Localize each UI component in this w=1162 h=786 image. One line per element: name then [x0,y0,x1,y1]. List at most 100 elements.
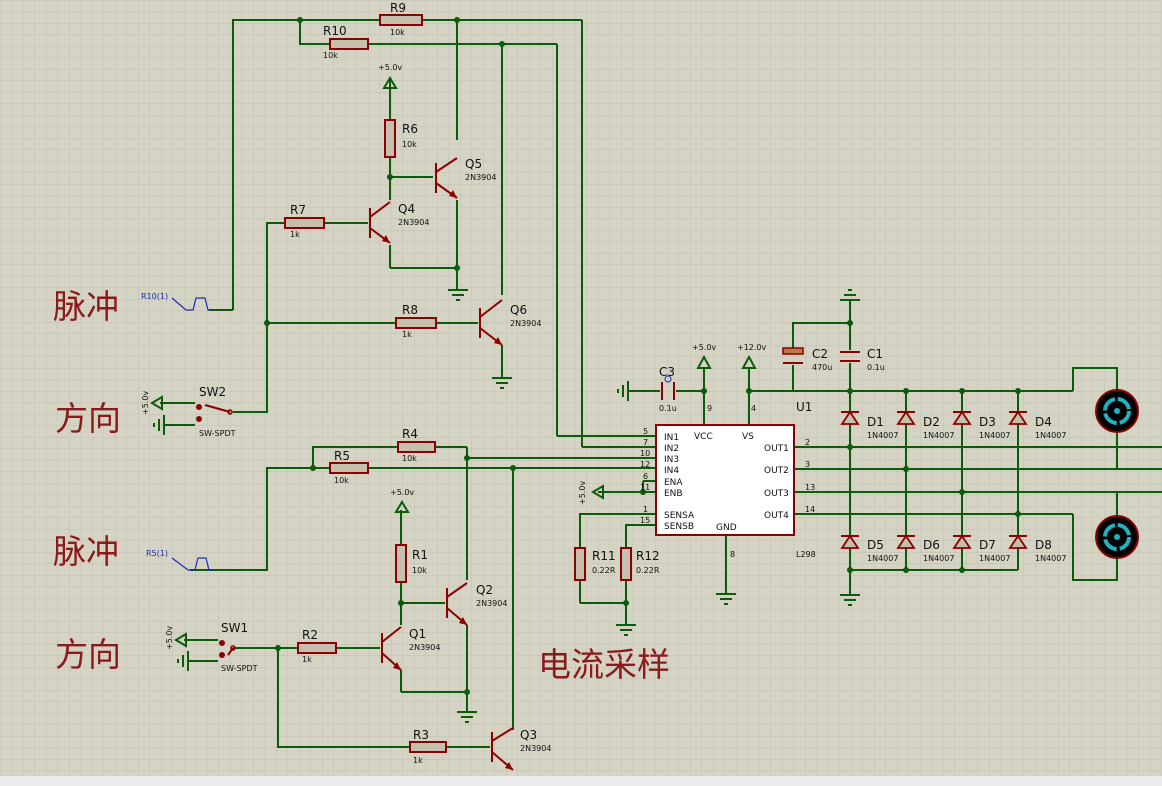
power-5v-sw2: +5.0v [141,391,195,415]
c2-name: C2 [812,347,828,361]
diode-d6[interactable]: D6 1N4007 [896,534,954,563]
power-label: +5.0v [390,488,414,497]
ground-icon [448,289,468,301]
capacitor-c1[interactable]: C1 0.1u [840,347,885,372]
motor-icon[interactable] [1095,515,1139,559]
annotation-direction-2: 方向 [55,635,121,674]
diode-d7[interactable]: D7 1N4007 [952,534,1010,563]
capacitor-c2[interactable]: C2 470u [782,347,832,372]
power-12v: +12.0v [737,343,767,369]
d6-value: 1N4007 [923,554,954,563]
resistor-r1[interactable]: R1 10k [395,544,428,583]
r10-name: R10 [323,24,347,38]
r3-name: R3 [413,728,429,742]
pulse-generator-1[interactable]: R10(1) [141,292,212,311]
resistor-r7[interactable]: R7 1k [284,203,325,239]
transistor-q1[interactable]: Q1 2N3904 [381,626,440,671]
r3-value: 1k [413,756,423,765]
d3-value: 1N4007 [979,431,1010,440]
resistor-r5[interactable]: R5 10k [329,449,369,485]
resistor-r10[interactable]: R10 10k [323,24,369,60]
ic-pin-num: 5 [643,427,648,436]
power-label: +12.0v [737,343,767,352]
capacitor-c3[interactable]: C3 0.1u [659,365,677,413]
r5-value: 10k [334,476,349,485]
transistor-q5[interactable]: Q5 2N3904 [433,157,496,199]
q6-name: Q6 [510,303,527,317]
resistor-r11[interactable]: R11 0.22R [574,547,616,581]
diode-d1[interactable]: D1 1N4007 [840,410,898,440]
ground-icon [840,594,860,606]
transistor-q6[interactable]: Q6 2N3904 [479,299,541,346]
ic-pin-num: 7 [643,438,648,447]
q5-name: Q5 [465,157,482,171]
q3-name: Q3 [520,728,537,742]
power-5v-vcc: +5.0v [692,343,716,369]
resistor-r12[interactable]: R12 0.22R [620,547,660,581]
ic-pin-in2: IN2 [664,444,679,454]
power-label: +5.0v [578,481,587,505]
power-label: +5.0v [141,391,150,415]
ground-icon [492,377,512,389]
q1-value: 2N3904 [409,643,440,652]
switch-sw1[interactable]: SW1 SW-SPDT [188,621,258,673]
d5-name: D5 [867,538,884,552]
d2-value: 1N4007 [923,431,954,440]
annotation-pulse-1: 脉冲 [53,287,119,326]
r12-value: 0.22R [636,566,660,575]
wires [190,19,1162,748]
ic-pin-out1: OUT1 [764,444,789,454]
c1-name: C1 [867,347,883,361]
diode-d8[interactable]: D8 1N4007 [1008,534,1066,563]
ic-pin-num: 9 [707,404,712,413]
power-5v-mid: +5.0v [390,488,414,513]
r7-value: 1k [290,230,300,239]
resistor-r6[interactable]: R6 10k [384,119,418,158]
diode-d2[interactable]: D2 1N4007 [896,410,954,440]
r4-name: R4 [402,427,418,441]
motor-icon[interactable] [1095,389,1139,433]
ic-pin-num: 15 [640,516,650,525]
ic-pin-ena: ENA [664,478,683,488]
ic-part: L298 [796,550,816,559]
ic-pin-out4: OUT4 [764,511,789,521]
pulse-generator-2[interactable]: R5(1) [146,549,213,571]
annotation-current-sampling: 电流采样 [538,645,670,684]
ic-l298[interactable]: IN1 IN2 IN3 IN4 ENA ENB SENSA SENSB 5 7 … [640,400,816,559]
transistor-q4[interactable]: Q4 2N3904 [369,201,429,244]
c2-value: 470u [812,363,832,372]
resistor-r3[interactable]: R3 1k [409,728,447,765]
ic-pin-in3: IN3 [664,455,679,465]
d3-name: D3 [979,415,996,429]
q1-name: Q1 [409,627,426,641]
diode-d5[interactable]: D5 1N4007 [840,534,898,563]
switch-sw2[interactable]: SW2 SW-SPDT [164,385,236,438]
ic-pin-vs: VS [742,432,754,442]
ic-pin-sensb: SENSB [664,522,694,532]
generator-label: R5(1) [146,549,168,558]
r6-value: 10k [402,140,417,149]
ic-pin-num: 4 [751,404,756,413]
resistor-r4[interactable]: R4 10k [397,427,436,463]
ic-pin-in4: IN4 [664,466,679,476]
transistor-q3[interactable]: Q3 2N3904 [491,727,551,771]
power-label: +5.0v [692,343,716,352]
sw1-name: SW1 [221,621,248,635]
ground-icon [616,624,636,636]
resistor-r9[interactable]: R9 10k [379,1,423,37]
resistor-r2[interactable]: R2 1k [297,628,337,664]
ic-pin-sensa: SENSA [664,511,695,521]
ic-pin-out3: OUT3 [764,489,789,499]
diode-d3[interactable]: D3 1N4007 [952,410,1010,440]
r4-value: 10k [402,454,417,463]
d1-name: D1 [867,415,884,429]
transistor-q2[interactable]: Q2 2N3904 [446,582,507,626]
d6-name: D6 [923,538,940,552]
r11-value: 0.22R [592,566,616,575]
d2-name: D2 [923,415,940,429]
ic-pin-gnd: GND [716,523,737,533]
ic-pin-num: 3 [805,460,810,469]
resistor-r8[interactable]: R8 1k [395,303,437,339]
diode-d4[interactable]: D4 1N4007 [1008,410,1066,440]
